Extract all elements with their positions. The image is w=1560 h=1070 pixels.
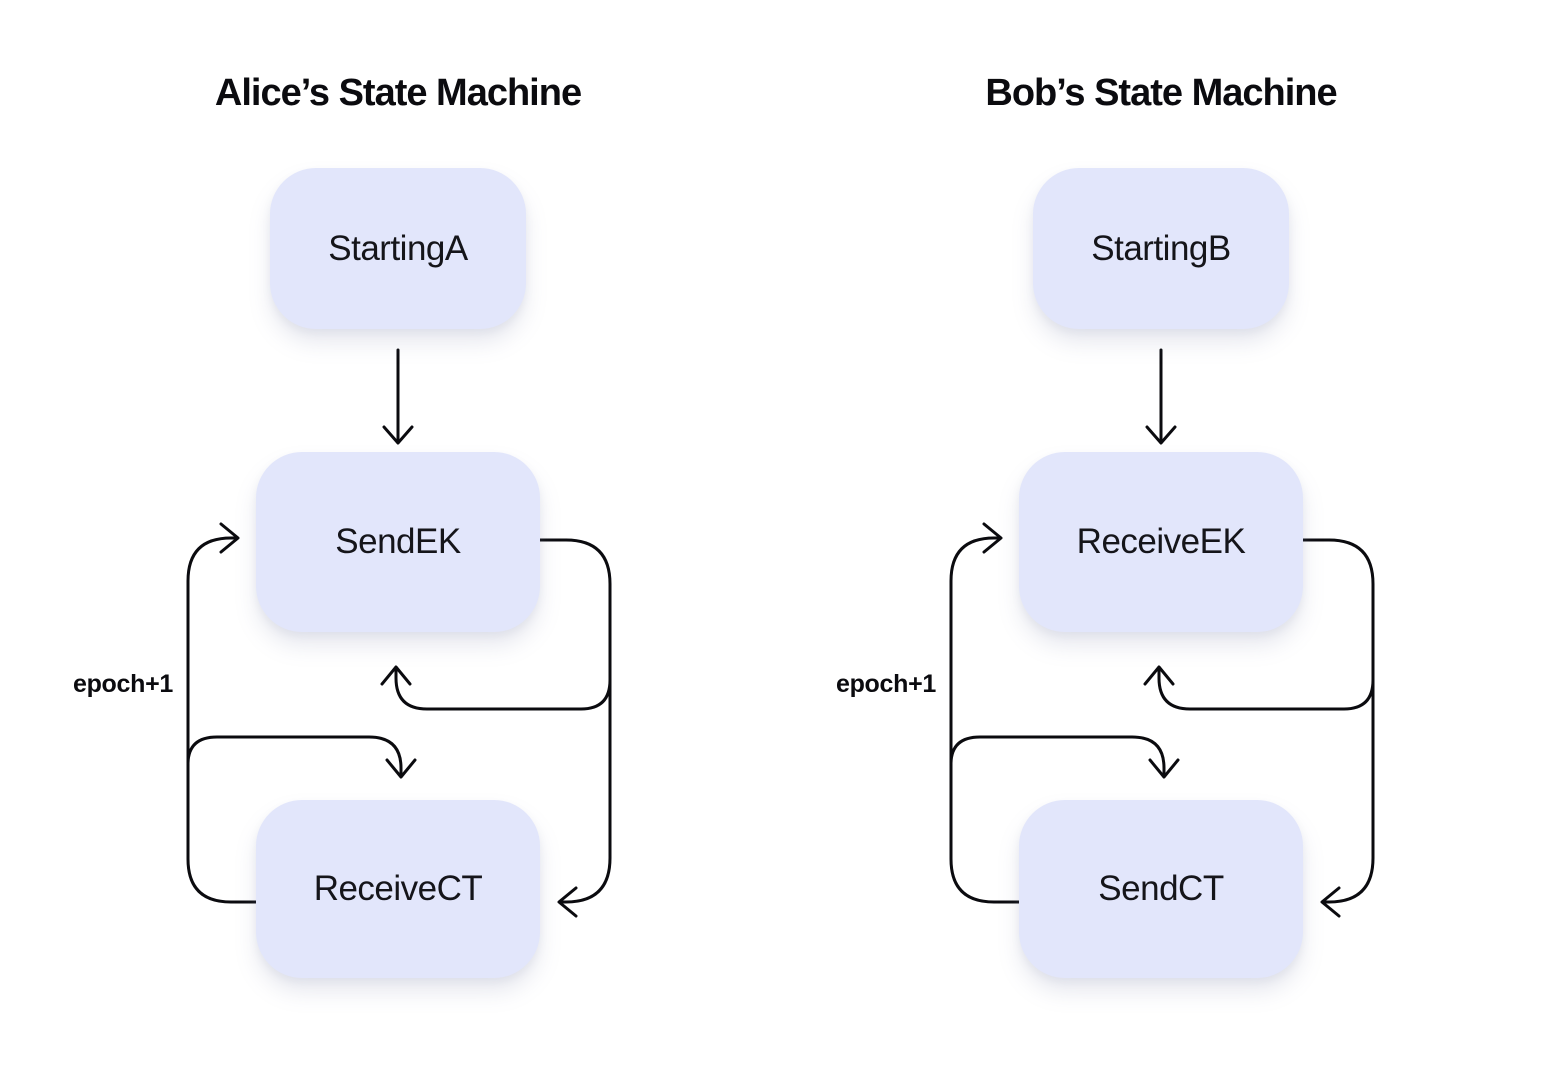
receiveek-self-loop-arrow (1143, 665, 1375, 711)
state-node-receiveek: ReceiveEK (1019, 452, 1303, 632)
state-node-startinga: StartingA (270, 168, 526, 329)
arrow-receivect-to-sendek-epoch (186, 522, 258, 904)
alice-state-machine-diagram: Alice’s State Machine StartingA SendEK R… (0, 0, 660, 1070)
state-node-receivect: ReceiveCT (256, 800, 540, 978)
arrow-sendct-to-receiveek-epoch (949, 522, 1021, 904)
bob-state-machine-diagram: Bob’s State Machine StartingB ReceiveEK … (763, 0, 1423, 1070)
state-node-sendct: SendCT (1019, 800, 1303, 978)
alice-diagram-title: Alice’s State Machine (214, 72, 582, 114)
bob-epoch-edge-label: epoch+1 (835, 670, 936, 698)
arrow-startinga-to-sendek (382, 348, 414, 445)
receivect-self-loop-arrow (186, 735, 417, 779)
bob-diagram-title: Bob’s State Machine (985, 72, 1337, 114)
arrow-receiveek-to-sendct (1301, 538, 1375, 918)
sendek-self-loop-arrow (380, 665, 612, 711)
sendct-self-loop-arrow (949, 735, 1180, 779)
arrow-startingb-to-receiveek (1145, 348, 1177, 445)
state-node-sendek: SendEK (256, 452, 540, 632)
arrow-sendek-to-receivect (538, 538, 612, 918)
state-node-startingb: StartingB (1033, 168, 1289, 329)
alice-epoch-edge-label: epoch+1 (72, 670, 173, 698)
